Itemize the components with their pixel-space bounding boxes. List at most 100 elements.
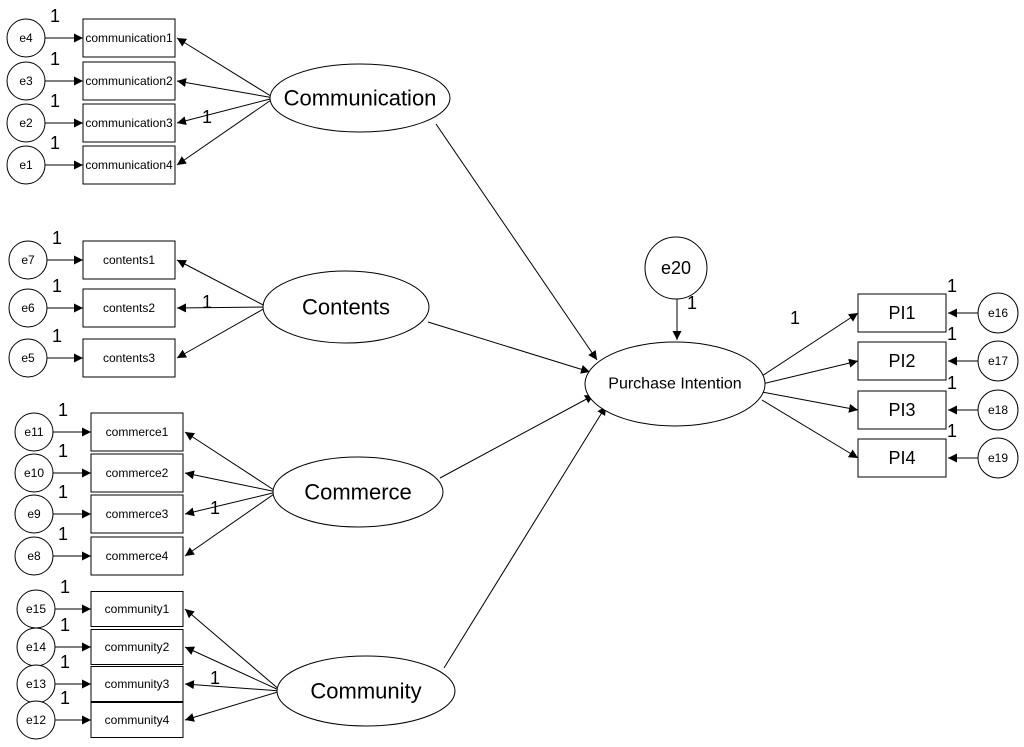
latent-contents-label: Contents [302, 295, 390, 320]
latent-purchase-intention-label: Purchase Intention [608, 376, 741, 393]
loading-weight-contents: 1 [202, 292, 212, 312]
error-e19-circle [977, 437, 1019, 479]
error-e2-label: e2 [19, 116, 33, 130]
loading-path-contents-1 [176, 259, 268, 308]
error-e12-label: e12 [26, 713, 46, 727]
indicator-community2-box [90, 629, 184, 665]
indicator-commerce2-label: commerce2 [106, 466, 169, 480]
latent-communication-ellipse [269, 63, 451, 133]
error-weight-e16: 1 [947, 276, 957, 296]
indicator-communication1-label: communication1 [85, 31, 173, 45]
indicator-PI3-label: PI3 [888, 400, 915, 420]
structural-path-contents [427, 321, 591, 374]
loading-path-pi-3 [761, 391, 859, 413]
latent-community-ellipse [276, 655, 456, 727]
loading-path-community-4 [184, 690, 282, 722]
latent-communication-label: Communication [284, 86, 437, 111]
indicator-commerce4-label: commerce4 [106, 549, 169, 563]
loading-path-contents-3 [176, 306, 268, 359]
nodes-layer: communication1 e4 communication2 e3 communic… [6, 18, 1019, 740]
error-e20-label: e20 [661, 258, 691, 278]
latent-commerce-label: Commerce [304, 480, 412, 505]
loading-weight-pi: 1 [790, 308, 800, 328]
loading-path-commerce-2 [184, 470, 278, 493]
loading-weight-commerce: 1 [210, 498, 220, 518]
error-e14-label: e14 [26, 640, 46, 654]
indicator-PI4-box [857, 438, 947, 478]
error-e10-label: e10 [24, 466, 44, 480]
error-e20-circle [644, 236, 708, 300]
indicator-contents1-label: contents1 [103, 253, 155, 267]
indicator-commerce4-box [90, 536, 184, 576]
error-e3-label: e3 [19, 74, 33, 88]
indicator-community3-box [90, 666, 184, 702]
indicator-PI2-label: PI2 [888, 351, 915, 371]
loading-path-commerce-4 [184, 491, 278, 557]
indicator-PI4-label: PI4 [888, 448, 915, 468]
loading-path-commerce-1 [184, 431, 278, 493]
error-weight-e10: 1 [58, 441, 68, 461]
indicator-communication2-box [82, 61, 176, 101]
error-e18-circle [977, 389, 1019, 431]
indicator-contents3-box [82, 338, 176, 378]
error-e8-label: e8 [27, 549, 41, 563]
error-e15-label: e15 [26, 602, 46, 616]
loading-path-community-1 [184, 608, 282, 692]
error-e17-label: e17 [988, 354, 1008, 368]
error-weight-e17: 1 [947, 324, 957, 344]
error-e1-label: e1 [19, 158, 33, 172]
loading-path-communication-4 [176, 97, 275, 166]
structural-path-commerce [439, 394, 595, 479]
indicator-communication4-label: communication4 [85, 158, 173, 172]
edges-layer [45, 33, 978, 725]
error-weight-e18: 1 [947, 373, 957, 393]
loading-path-communication-1 [176, 37, 275, 99]
error-weight-e3: 1 [50, 49, 60, 69]
indicator-commerce2-box [90, 453, 184, 493]
indicator-communication4-box [82, 145, 176, 185]
indicator-communication2-label: communication2 [85, 74, 173, 88]
error-e6-label: e6 [21, 301, 35, 315]
error-weight-e9: 1 [58, 482, 68, 502]
error-e5-circle [8, 338, 48, 378]
indicator-commerce3-box [90, 494, 184, 534]
indicator-commerce1-box [90, 412, 184, 452]
loading-path-community-2 [184, 646, 282, 692]
loading-path-pi-1 [761, 312, 859, 377]
loading-path-pi-2 [761, 358, 859, 385]
indicator-contents1-box [82, 240, 176, 280]
latent-commerce-ellipse [272, 456, 444, 528]
error-e11-circle [14, 412, 54, 452]
indicator-PI3-box [857, 390, 947, 430]
indicator-community4-label: community4 [105, 713, 170, 727]
loading-path-community-3 [184, 680, 282, 692]
indicator-community1-label: community1 [105, 602, 170, 616]
error-weight-e2: 1 [50, 91, 60, 111]
error-weight-e1: 1 [50, 133, 60, 153]
error-e18-label: e18 [988, 403, 1008, 417]
indicator-commerce3-label: commerce3 [106, 507, 169, 521]
indicator-community2-label: community2 [105, 640, 170, 654]
latent-purchase-intention-ellipse [584, 341, 766, 427]
error-e12-circle [16, 700, 56, 740]
indicator-PI1-box [857, 293, 947, 333]
indicator-communication3-label: communication3 [85, 116, 173, 130]
error-weight-e11: 1 [58, 400, 68, 420]
error-e17-circle [977, 340, 1019, 382]
loading-path-communication-2 [176, 78, 275, 99]
error-e9-circle [14, 494, 54, 534]
structural-path-community [443, 405, 607, 669]
error-weight-e8: 1 [58, 524, 68, 544]
error-e6-circle [8, 288, 48, 328]
indicator-community4-box [90, 702, 184, 738]
error-weight-e19: 1 [947, 421, 957, 441]
structural-path-communication [435, 123, 598, 361]
error-e7-circle [8, 240, 48, 280]
loading-path-commerce-3 [184, 491, 278, 517]
error-e7-label: e7 [21, 253, 35, 267]
error-e4-circle [6, 18, 46, 58]
error-e19-label: e19 [988, 451, 1008, 465]
loading-weight-communication: 1 [202, 107, 212, 127]
error-e4-label: e4 [19, 31, 33, 45]
